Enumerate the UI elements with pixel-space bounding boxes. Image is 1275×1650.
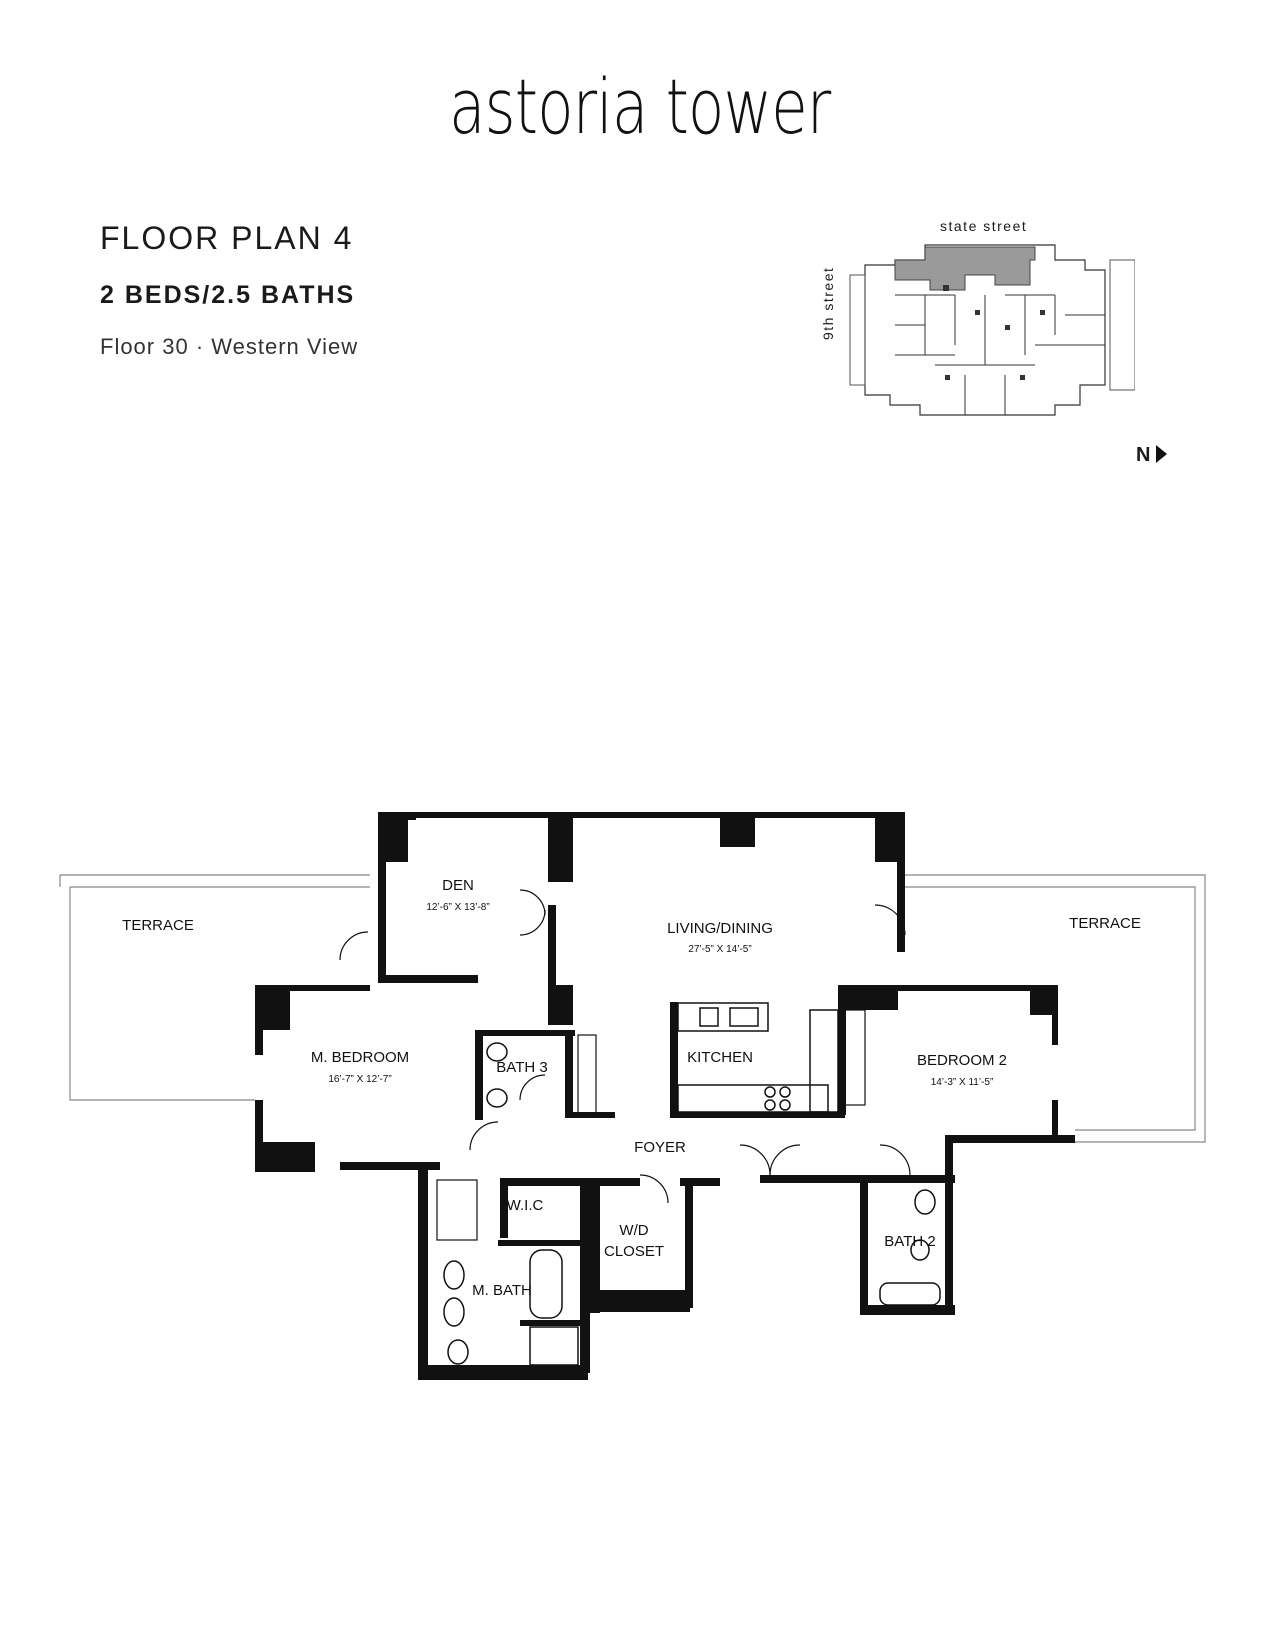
plan-subtitle: 2 BEDS/2.5 BATHS: [100, 281, 356, 309]
label-master-bath: M. BATH: [472, 1282, 532, 1299]
label-terrace-left: TERRACE: [122, 917, 194, 934]
plan-title: FLOOR PLAN 4: [100, 220, 354, 256]
kitchen-counters: [677, 1002, 839, 1113]
dim-living-dining: 27’-5” X 14’-5”: [688, 944, 751, 955]
label-foyer: FOYER: [634, 1139, 686, 1156]
label-wd-closet: CLOSET: [604, 1243, 664, 1260]
label-bedroom-2: BEDROOM 2: [917, 1052, 1007, 1069]
label-den: DEN: [442, 877, 474, 894]
label-wd: W/D: [619, 1222, 648, 1239]
street-label-top: state street: [940, 218, 1028, 234]
label-master-bedroom: M. BEDROOM: [311, 1049, 409, 1066]
floor-plan: TERRACE TERRACE DEN 12’-6” X 13’-8” LIVI…: [59, 812, 1206, 1380]
dim-master-bedroom: 16’-7” X 12’-7”: [328, 1074, 391, 1085]
bath-fixtures: [443, 1042, 941, 1366]
brand-logo: astoria tower: [449, 62, 831, 151]
keyplan-highlighted-unit: [894, 246, 1036, 291]
north-arrow-icon: [1156, 445, 1167, 463]
label-bath-2: BATH 2: [884, 1233, 935, 1250]
dim-den: 12’-6” X 13’-8”: [426, 902, 489, 913]
plan-floor-view: Floor 30 · Western View: [100, 334, 359, 359]
label-living-dining: LIVING/DINING: [667, 920, 773, 937]
walls: [255, 812, 1075, 1380]
key-plan: [849, 244, 1135, 416]
north-label: N: [1136, 444, 1152, 466]
label-wic: W.I.C: [507, 1197, 544, 1214]
label-bath-3: BATH 3: [496, 1059, 547, 1076]
dim-bedroom-2: 14’-3” X 11’-5”: [931, 1077, 994, 1088]
label-kitchen: KITCHEN: [687, 1049, 753, 1066]
street-label-side: 9th street: [820, 266, 836, 340]
label-terrace-right: TERRACE: [1069, 915, 1141, 932]
door-swings: [339, 889, 911, 1241]
